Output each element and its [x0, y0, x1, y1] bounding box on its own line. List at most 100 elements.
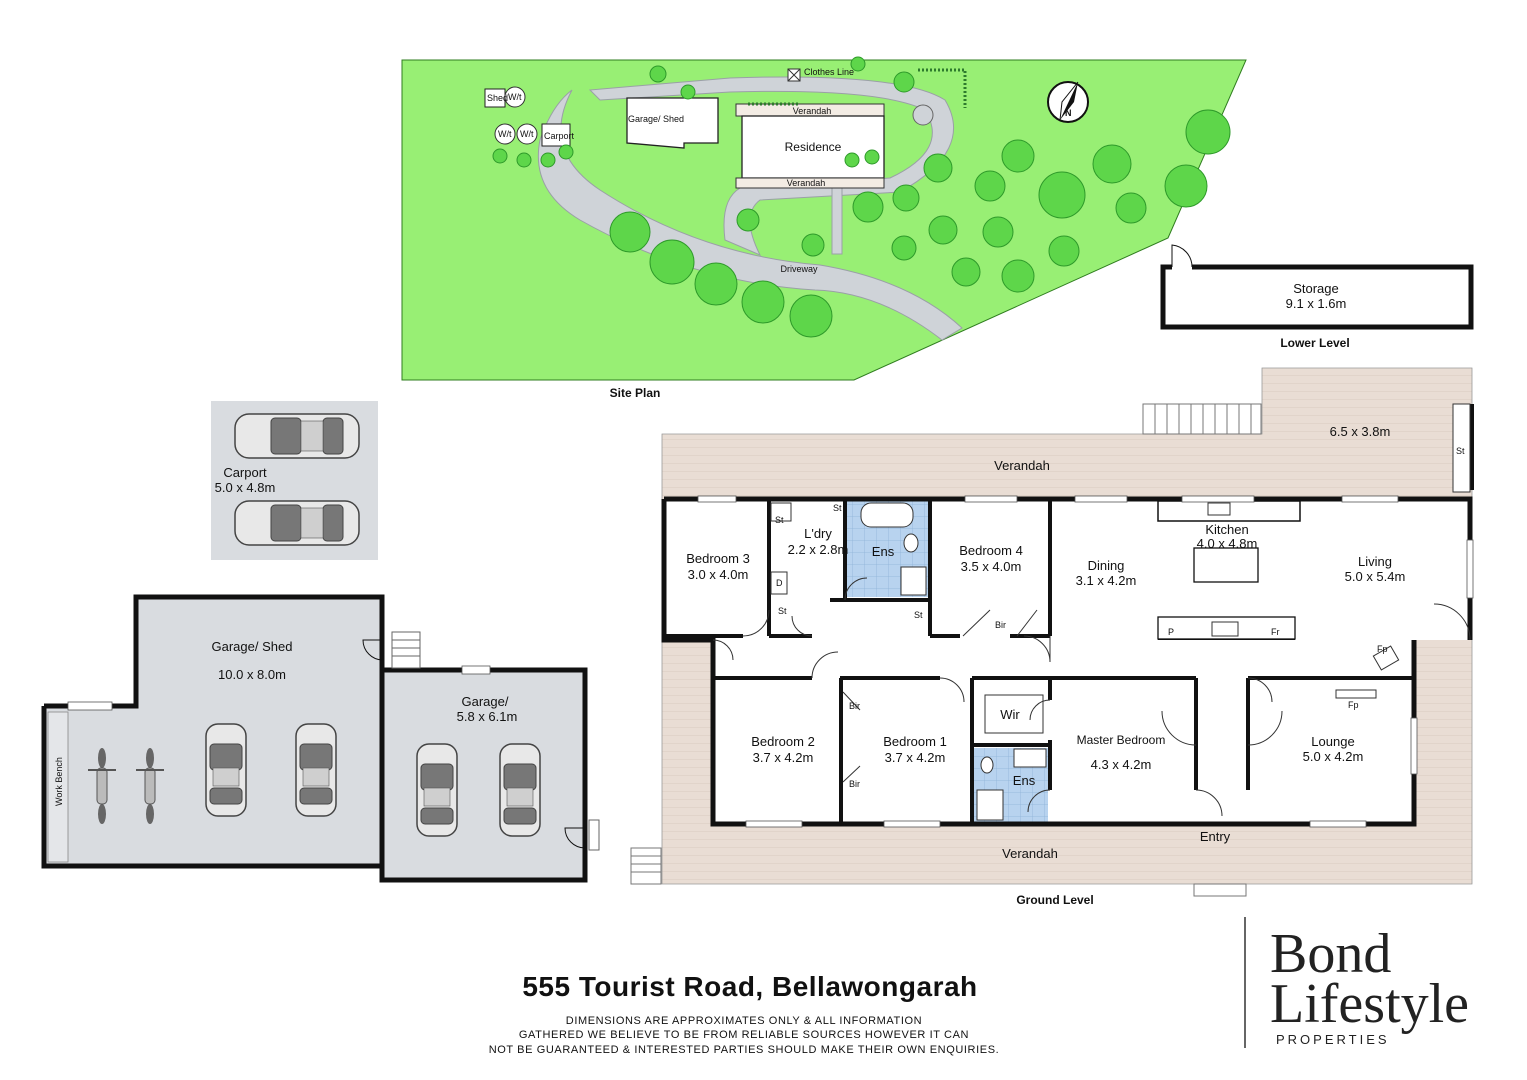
lounge-dims: 5.0 x 4.2m: [1303, 749, 1364, 764]
driveway: [537, 89, 963, 341]
bir-door-icon: [842, 691, 861, 783]
site-label-garage-shed: Garage/ Shed: [628, 114, 684, 124]
window: [67, 701, 113, 711]
bedroom3-name: Bedroom 3: [686, 551, 750, 566]
disclaimer-line: NOT BE GUARANTEED & INTERESTED PARTIES S…: [489, 1044, 1000, 1056]
toilet-icon: [903, 533, 919, 553]
carport-dims: 5.0 x 4.8m: [215, 480, 276, 495]
label-st: St: [778, 606, 787, 616]
storage-dims: 9.1 x 1.6m: [1286, 296, 1347, 311]
water-tank: [912, 104, 934, 126]
carport-plan: Carport 5.0 x 4.8m: [211, 401, 378, 560]
water-tank: [504, 86, 526, 108]
svg-text:N: N: [1065, 108, 1072, 118]
garage-shed-dims: 10.0 x 8.0m: [218, 667, 286, 682]
work-bench: [47, 711, 69, 863]
site-label-verandah-bottom: Verandah: [787, 178, 826, 188]
site-label-wt: W/t: [508, 92, 522, 102]
bir-door-icon: [962, 609, 1038, 637]
car-icon: [234, 413, 360, 459]
brand-logo: Bond Lifestyle PROPERTIES: [1244, 917, 1469, 1048]
laundry-name: L'dry: [804, 526, 832, 541]
residence-building: [741, 115, 885, 179]
door-icon: [564, 827, 586, 849]
living-name: Living: [1358, 554, 1392, 569]
label-p: P: [1168, 627, 1174, 637]
bedroom1-dims: 3.7 x 4.2m: [885, 750, 946, 765]
storage-door-gap: [1172, 263, 1192, 271]
water-tank: [494, 123, 516, 145]
water-tank: [516, 123, 538, 145]
deck-store: [1452, 403, 1471, 493]
windows: [697, 495, 1474, 828]
door-swings: [712, 577, 1471, 817]
label-fr: Fr: [1271, 627, 1280, 637]
ensuite1-name: Ens: [872, 544, 895, 559]
label-bir: Bir: [995, 620, 1006, 630]
label-d: D: [776, 578, 783, 588]
site-label-shed: Shed: [487, 93, 508, 103]
work-bench-label: Work Bench: [54, 757, 64, 806]
disclaimer-line: GATHERED WE BELIEVE TO BE FROM RELIABLE …: [519, 1029, 969, 1041]
lounge-name: Lounge: [1311, 734, 1354, 749]
vanity-icon: [1013, 748, 1047, 768]
shower-icon: [900, 566, 927, 596]
disclaimer-line: DIMENSIONS ARE APPROXIMATES ONLY & ALL I…: [566, 1015, 922, 1027]
bedroom3-dims: 3.0 x 4.0m: [688, 567, 749, 582]
garage-shed-plan: Work Bench Garage/ Shed 10.0 x 8.0m Gara…: [41, 594, 600, 883]
kitchen-island: [1193, 547, 1259, 583]
garage-dims: 5.8 x 6.1m: [457, 709, 518, 724]
stairs: [630, 403, 1262, 897]
front-path: [831, 185, 843, 255]
dining-dims: 3.1 x 4.2m: [1076, 573, 1137, 588]
deck-dims: 6.5 x 3.8m: [1330, 424, 1391, 439]
label-st: St: [833, 503, 842, 513]
ground-level-caption: Ground Level: [1016, 893, 1093, 907]
site-label-clothes-line: Clothes Line: [804, 67, 854, 77]
label-bir: Bir: [849, 701, 860, 711]
shower-icon: [976, 789, 1004, 821]
bathtub-icon: [860, 502, 914, 528]
driveway-loop: [588, 76, 954, 256]
trees: [492, 56, 1231, 338]
lower-level-caption: Lower Level: [1280, 336, 1349, 350]
toilet-icon: [980, 756, 994, 774]
master-bedroom-dims: 4.3 x 4.2m: [1091, 757, 1152, 772]
site-plan: N Shed W/t W/t W/t Carport Garage/ Shed …: [401, 56, 1247, 400]
door-icon: [362, 639, 384, 661]
laundry-tub-icon: [770, 502, 792, 522]
site-label-wt: W/t: [498, 129, 512, 139]
carport-building: [541, 123, 571, 147]
dining-name: Dining: [1088, 558, 1125, 573]
car-icon: [499, 743, 541, 837]
living-dims: 5.0 x 5.4m: [1345, 569, 1406, 584]
entry-label: Entry: [1200, 829, 1231, 844]
storage-room: [1160, 264, 1474, 330]
clothes-line-cross: [787, 68, 801, 82]
car-icon: [205, 723, 247, 817]
label-fp: Fp: [1377, 644, 1388, 654]
site-label-verandah-top: Verandah: [793, 106, 832, 116]
label-fp: Fp: [1348, 700, 1359, 710]
storage-door-icon: [1171, 244, 1193, 268]
bedroom1-name: Bedroom 1: [883, 734, 947, 749]
kitchen-name: Kitchen: [1205, 522, 1248, 537]
label-st: St: [1456, 446, 1465, 456]
site-label-carport: Carport: [544, 131, 575, 141]
label-st: St: [914, 610, 923, 620]
bedroom2-name: Bedroom 2: [751, 734, 815, 749]
ensuite2-name: Ens: [1013, 773, 1036, 788]
garage-name: Garage/: [462, 694, 509, 709]
site-label-driveway: Driveway: [780, 264, 818, 274]
laundry-dims: 2.2 x 2.8m: [788, 542, 849, 557]
north-arrow-icon: N: [1047, 81, 1089, 123]
label-st: St: [775, 515, 784, 525]
car-icon: [295, 723, 337, 817]
verandah-top-label: Verandah: [994, 458, 1050, 473]
verandah-bottom-label: Verandah: [1002, 846, 1058, 861]
site-label-residence: Residence: [785, 140, 842, 154]
car-icon: [416, 743, 458, 837]
bedroom2-dims: 3.7 x 4.2m: [753, 750, 814, 765]
kitchen-dims: 4.0 x 4.8m: [1197, 536, 1258, 551]
